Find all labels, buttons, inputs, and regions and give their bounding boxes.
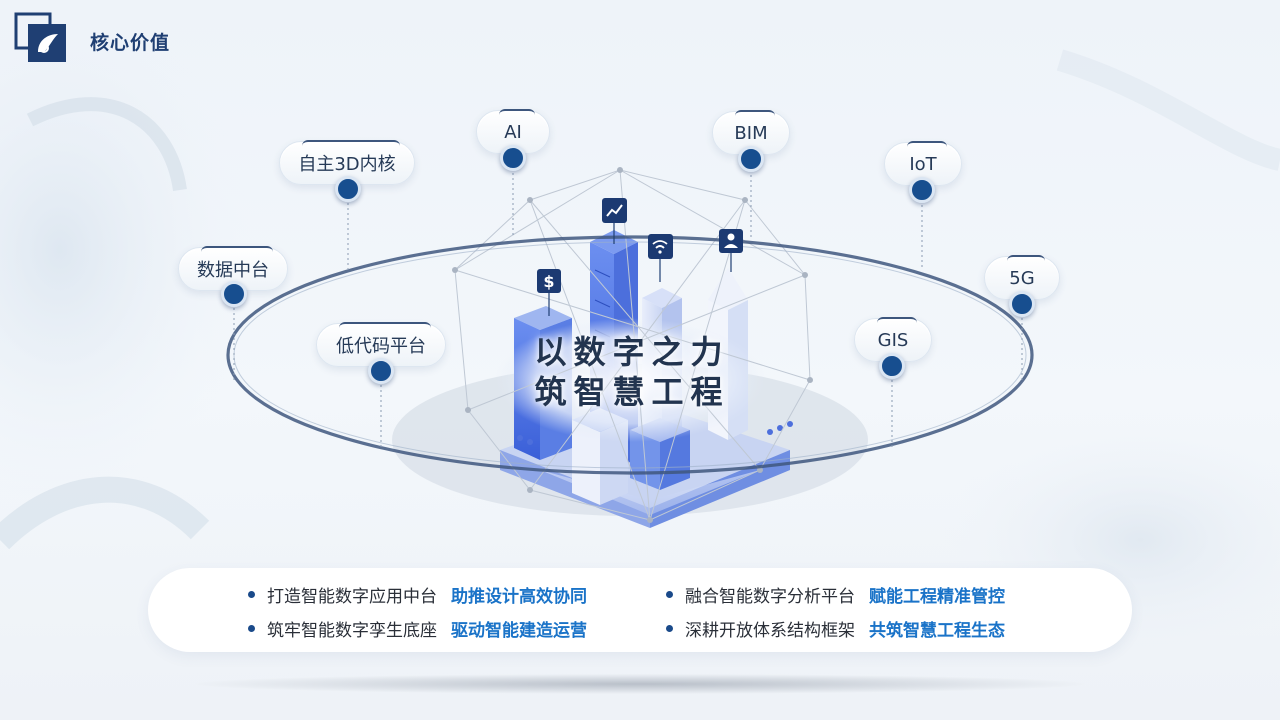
value-text: 深耕开放体系结构框架 <box>685 620 855 641</box>
value-text: 融合智能数字分析平台 <box>685 586 855 607</box>
company-logo <box>14 12 66 62</box>
value-highlight: 赋能工程精准管控 <box>869 586 1005 607</box>
bullet-icon <box>666 624 673 632</box>
svg-text:$: $ <box>543 272 554 291</box>
dollar-icon <box>537 269 561 293</box>
value-item: 深耕开放体系结构框架 共筑智慧工程生态 <box>666 615 1005 641</box>
value-highlight: 驱动智能建造运营 <box>451 620 587 641</box>
bullet-icon <box>248 624 255 632</box>
value-item: 打造智能数字应用中台 助推设计高效协同 <box>248 581 587 607</box>
panel-shadow <box>196 674 1084 694</box>
bullet-icon <box>248 590 255 598</box>
core-values-panel <box>148 568 1132 652</box>
node-lowcode-platform <box>368 358 394 384</box>
node-5g <box>1009 291 1035 317</box>
value-item: 融合智能数字分析平台 赋能工程精准管控 <box>666 581 1005 607</box>
value-item: 筑牢智能数字孪生底座 驱动智能建造运营 <box>248 615 587 641</box>
node-gis <box>879 353 905 379</box>
value-highlight: 助推设计高效协同 <box>451 586 587 607</box>
node-bim <box>738 146 764 172</box>
trend-chart-icon <box>602 198 627 223</box>
node-iot <box>909 177 935 203</box>
bullet-icon <box>666 590 673 598</box>
slogan: 以数字之力 筑智慧工程 <box>512 332 752 412</box>
slogan-line-1: 以数字之力 <box>534 333 730 371</box>
user-icon <box>719 229 743 253</box>
slogan-line-2: 筑智慧工程 <box>534 373 730 411</box>
value-highlight: 共筑智慧工程生态 <box>869 620 1005 641</box>
page-title: 核心价值 <box>90 32 171 54</box>
node-3d-kernel <box>335 176 361 202</box>
tag-5g: 5G <box>984 255 1060 300</box>
node-data-platform <box>221 281 247 307</box>
value-text: 打造智能数字应用中台 <box>267 586 437 607</box>
node-ai <box>500 145 526 171</box>
value-text: 筑牢智能数字孪生底座 <box>267 620 437 641</box>
